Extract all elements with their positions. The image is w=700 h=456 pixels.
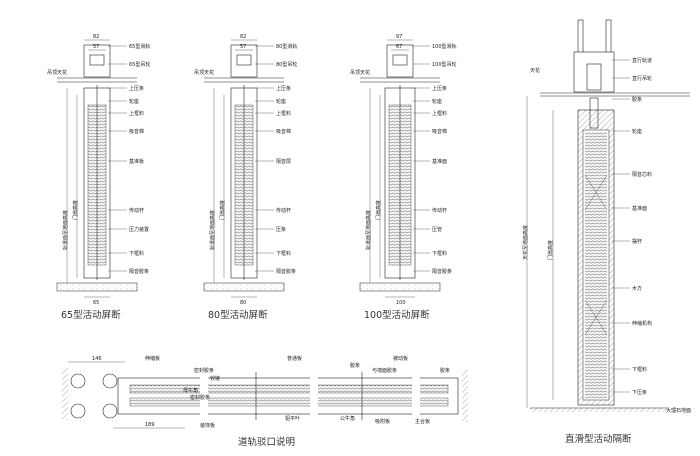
dim-top-outer: 82 (240, 34, 246, 40)
height-track-label: 轨道面至地面高度 (365, 210, 372, 250)
callout-label: 密封胶条 (190, 394, 210, 401)
callout-label: 密封胶条 (194, 367, 214, 374)
section-title: 65型活动屏断 (61, 309, 121, 321)
callout-label: 压条 (276, 226, 286, 233)
dim-bottom: 189 (145, 422, 155, 428)
callout-label: 下框料 (432, 250, 447, 257)
track-joint-plan: 146 189 伸缩板 普通板 被动板 道轨驳口说明 (62, 355, 468, 448)
callout-label: 铰链 (210, 375, 220, 382)
callout-label: 铝平叶 (285, 415, 300, 422)
callout-label: 主合板 (415, 418, 430, 425)
section-title: 80型活动屏断 (208, 309, 268, 321)
callout-label: 上框料 (129, 110, 144, 117)
callout-label: 直行吊轮 (632, 75, 652, 82)
section-title: 100型活动屏断 (364, 309, 430, 321)
callout-label: 压管 (432, 226, 442, 233)
callout-label: 下框料 (276, 250, 291, 257)
callout-label: 与墙面胶条 (372, 367, 397, 374)
callout-label: 吸音棉 (432, 128, 447, 135)
callout-label: 隔音胶条 (129, 268, 149, 275)
ceiling-label: 吊顶天花 (350, 69, 370, 76)
section-title: 道轨驳口说明 (238, 436, 295, 448)
ceiling-label: 吊顶天花 (47, 69, 67, 76)
callout-label: 传动杆 (432, 207, 447, 214)
callout-label: 上压条 (129, 85, 144, 92)
dim-top-inner: 57 (93, 44, 99, 50)
callout-label: 压力装置 (129, 226, 149, 233)
dim-bottom: 100 (396, 300, 406, 306)
callout-label: 隔音芯料 (632, 171, 652, 178)
callout-label: 100型吊轮 (432, 61, 457, 68)
callout-label: 直行轨道 (632, 57, 652, 64)
dim-top-outer: 97 (396, 34, 402, 40)
callout-label: 摆杆 (632, 238, 642, 245)
callout-label: 上框料 (432, 110, 447, 117)
height-door-label: 门扇高度 (375, 200, 382, 220)
callout-label: 上压条 (276, 85, 291, 92)
callout-label: 吸音棉 (276, 128, 291, 135)
callout-label: 上框料 (276, 110, 291, 117)
callout-label: 下压条 (632, 389, 647, 396)
callout-label: 基准面 (432, 158, 447, 165)
callout-label: 100型滑轨 (432, 43, 457, 50)
callout-label: 隔音胶条 (276, 268, 296, 275)
callout-label: 胶条 (632, 96, 642, 103)
callout-label: 基准面 (632, 205, 647, 212)
callout-label: 轮座 (632, 128, 642, 135)
dim-top: 146 (92, 356, 102, 362)
height-track-label: 轨道面至地面高度 (62, 210, 69, 250)
panel-name: 被动板 (393, 355, 408, 362)
height-track-label: 轨道面至地面高度 (209, 210, 216, 250)
dim-bottom: 65 (93, 300, 99, 306)
height-door-label: 门扇高度 (219, 200, 226, 220)
floor-label: 大理石地面 (666, 407, 691, 414)
callout-label: 隔音层 (276, 158, 291, 165)
callout-label: 轮座 (129, 98, 139, 105)
ceiling-label: 吊顶天花 (194, 69, 214, 76)
panel-name: 伸缩板 (145, 355, 160, 362)
callout-label: 装饰板 (200, 422, 215, 429)
section-title: 直滑型活动隔断 (565, 433, 632, 445)
dim-bottom: 80 (240, 300, 246, 306)
callout-label: 木方 (632, 285, 642, 292)
section-100: 97 67 100 吊顶天花轨道面至地面高度门扇高度 100型活动屏断 100型滑轨 100… (350, 34, 457, 321)
callout-label: 吸附板 (375, 418, 390, 425)
callout-label: 公牛角 (340, 415, 355, 422)
callout-label: 80型吊轮 (276, 61, 297, 68)
panel-name: 普通板 (287, 355, 302, 362)
height-door-label: 门扇高度 (547, 240, 554, 260)
height-track-label: 天花至地面高度 (522, 225, 529, 260)
callout-label: 基准板 (129, 158, 144, 165)
callout-label: 65型滑轨 (129, 43, 150, 50)
callout-label: 胶条 (350, 362, 360, 369)
callout-label: 上压条 (432, 85, 447, 92)
section-80: 82 57 80 吊顶天花轨道面至地面高度门扇高度 80型活动屏断 80型滑轨 80型吊轮上… (194, 34, 297, 321)
ceiling-label: 天花 (530, 67, 540, 74)
section-65: 82 57 65 吊顶天花轨道面至地面高度门扇高度 65型活动屏断 65型滑轨 65型吊轮上… (47, 34, 150, 321)
callout-label: 隔音胶条 (432, 268, 452, 275)
dim-top-outer: 82 (93, 34, 99, 40)
callout-label: 80型滑轨 (276, 43, 297, 50)
straight-slide-section: 天花至地面高度 门扇高度 天花 大理石地面 直滑型活动隔断 (522, 19, 691, 445)
callout-label: 传动杆 (276, 207, 291, 214)
callout-label: 65型吊轮 (129, 61, 150, 68)
callout-label: 传动杆 (129, 207, 144, 214)
dim-top-inner: 57 (240, 44, 246, 50)
callout-label: 吸音棉 (129, 128, 144, 135)
dim-top-inner: 67 (396, 44, 402, 50)
callout-label: 母牛角 (183, 387, 198, 394)
callout-label: 轮座 (276, 98, 286, 105)
callout-label: 伸缩机构 (632, 320, 652, 327)
callout-label: 下框料 (129, 250, 144, 257)
callout-label: 下框料 (632, 366, 647, 373)
height-door-label: 门扇高度 (72, 200, 79, 220)
callout-label: 轮座 (432, 98, 442, 105)
callout-label: 胶条 (440, 367, 450, 374)
